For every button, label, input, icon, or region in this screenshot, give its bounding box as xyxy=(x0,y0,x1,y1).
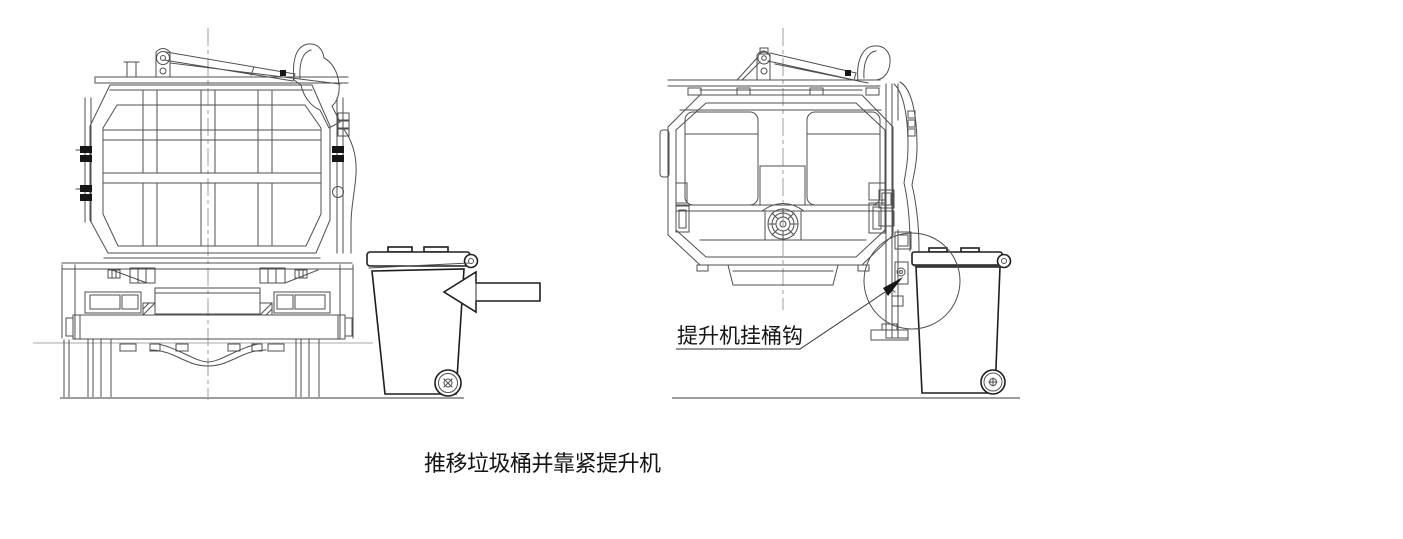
callout-leader-line xyxy=(676,291,886,350)
wheelie-bin-right xyxy=(911,247,1012,395)
hook-pointer-arrow xyxy=(883,277,903,296)
side-view-figure: 提升机挂桶钩 xyxy=(659,28,1020,399)
truck-hopper-frame-left xyxy=(75,84,357,259)
lifter-rail xyxy=(870,81,920,341)
rear-view-figure xyxy=(33,28,541,400)
lifting-arm-right xyxy=(667,45,891,96)
lifting-arm-left xyxy=(94,43,349,129)
bin-hook-pin xyxy=(896,267,906,277)
push-direction-arrow xyxy=(442,270,541,314)
frame-clips-left xyxy=(80,146,344,201)
truck-hopper-frame-right xyxy=(659,89,894,286)
figure-caption: 推移垃圾桶并靠紧提升机 xyxy=(424,451,661,476)
hook-detail-circle xyxy=(863,232,961,330)
hopper-hub xyxy=(767,208,799,240)
chassis-left xyxy=(61,262,354,398)
wheelie-bin-left xyxy=(366,246,479,397)
callout: 提升机挂桶钩 xyxy=(676,277,903,350)
callout-label: 提升机挂桶钩 xyxy=(677,324,803,348)
